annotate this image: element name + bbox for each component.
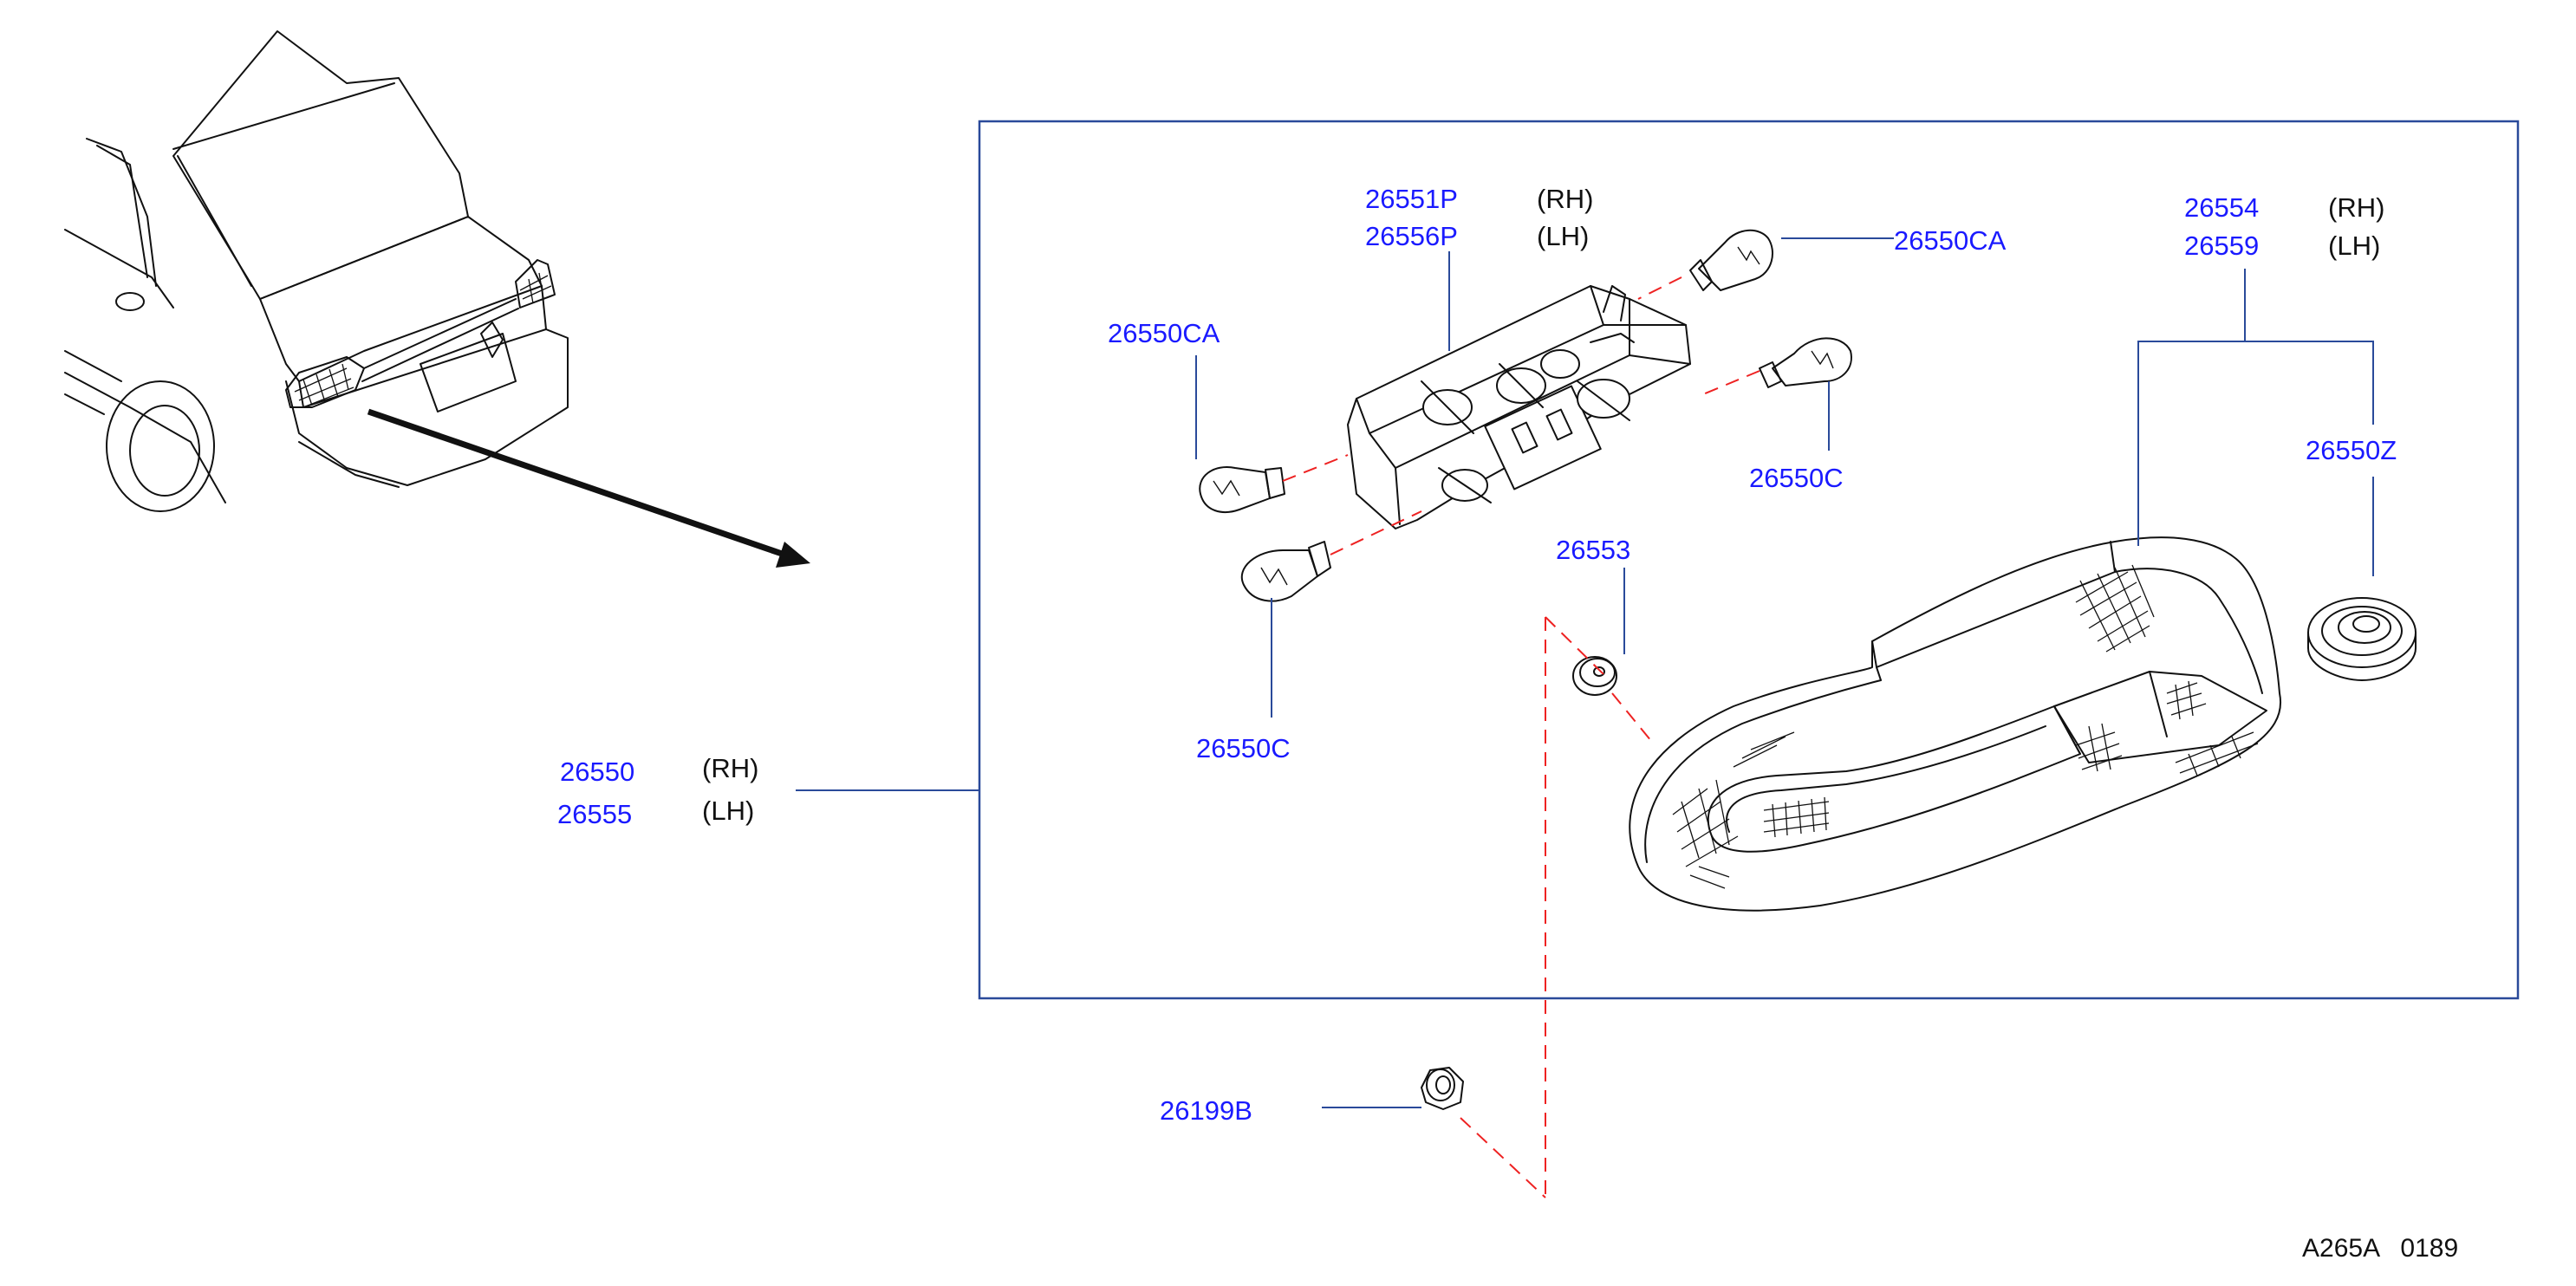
label-lens-rh: (RH)	[2328, 192, 2384, 223]
label-26550c-bottom: 26550C	[1196, 733, 1291, 763]
label-26550ca-left: 26550CA	[1108, 318, 1220, 348]
label-26550: 26550	[560, 757, 634, 787]
part-labels: 26550 26555 (RH) (LH) 26551P 26556P (RH)…	[557, 184, 2458, 1263]
socket-assembly-drawing	[1347, 285, 1691, 529]
bulb-26550ca-left-drawing	[1199, 466, 1285, 513]
label-26551p: 26551P	[1365, 184, 1458, 214]
lens-drawing	[1629, 536, 2282, 912]
label-26550c-right: 26550C	[1749, 463, 1844, 493]
label-26550z: 26550Z	[2306, 435, 2397, 465]
bulb-26550c-right-drawing	[1759, 337, 1852, 388]
label-socket-rh: (RH)	[1537, 184, 1593, 214]
bulb-26550ca-top-drawing	[1689, 229, 1773, 291]
label-lamp-lh: (LH)	[702, 796, 754, 826]
label-26553: 26553	[1556, 535, 1630, 565]
leader-lines	[796, 237, 2374, 1108]
bulb-install-guides	[1282, 276, 1760, 555]
reference-code: A265A 0189	[2302, 1234, 2458, 1263]
nut-guide-diagonal	[1545, 616, 1604, 675]
label-26550ca-top: 26550CA	[1894, 225, 2007, 256]
label-lamp-rh: (RH)	[702, 753, 758, 783]
nut-guide-lower	[1460, 1117, 1546, 1198]
label-lens-lh: (LH)	[2328, 231, 2380, 261]
nut-drawing	[1421, 1067, 1464, 1110]
detail-frame	[978, 120, 2520, 1000]
label-26555: 26555	[557, 799, 632, 829]
callout-arrow	[367, 408, 810, 568]
label-26199b: 26199B	[1160, 1095, 1252, 1126]
seal-drawing	[2307, 597, 2417, 681]
label-socket-lh: (LH)	[1537, 221, 1589, 251]
label-26554: 26554	[2184, 192, 2259, 223]
label-26556p: 26556P	[1365, 221, 1458, 251]
grommet-drawing	[1572, 656, 1617, 696]
bulb-26550c-bottom-drawing	[1240, 541, 1331, 602]
grommet-guide	[1611, 692, 1652, 742]
label-26559: 26559	[2184, 231, 2259, 261]
car-rear-illustration	[64, 30, 569, 512]
